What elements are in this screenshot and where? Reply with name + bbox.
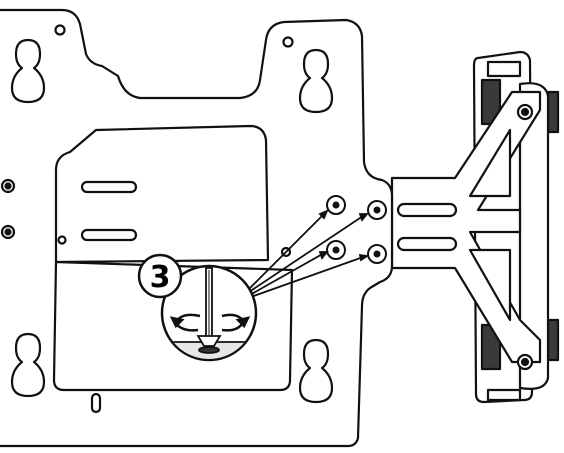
mounting-plate xyxy=(0,8,394,448)
step-badge: 3 xyxy=(137,253,183,299)
direction-arrows xyxy=(245,209,370,299)
wall-bracket xyxy=(390,50,560,404)
detail-magnifier xyxy=(160,264,258,362)
step-number: 3 xyxy=(150,260,171,295)
screw-icon xyxy=(196,267,222,354)
rotate-arrows-icon xyxy=(169,313,251,332)
mounting-holes xyxy=(326,195,387,264)
